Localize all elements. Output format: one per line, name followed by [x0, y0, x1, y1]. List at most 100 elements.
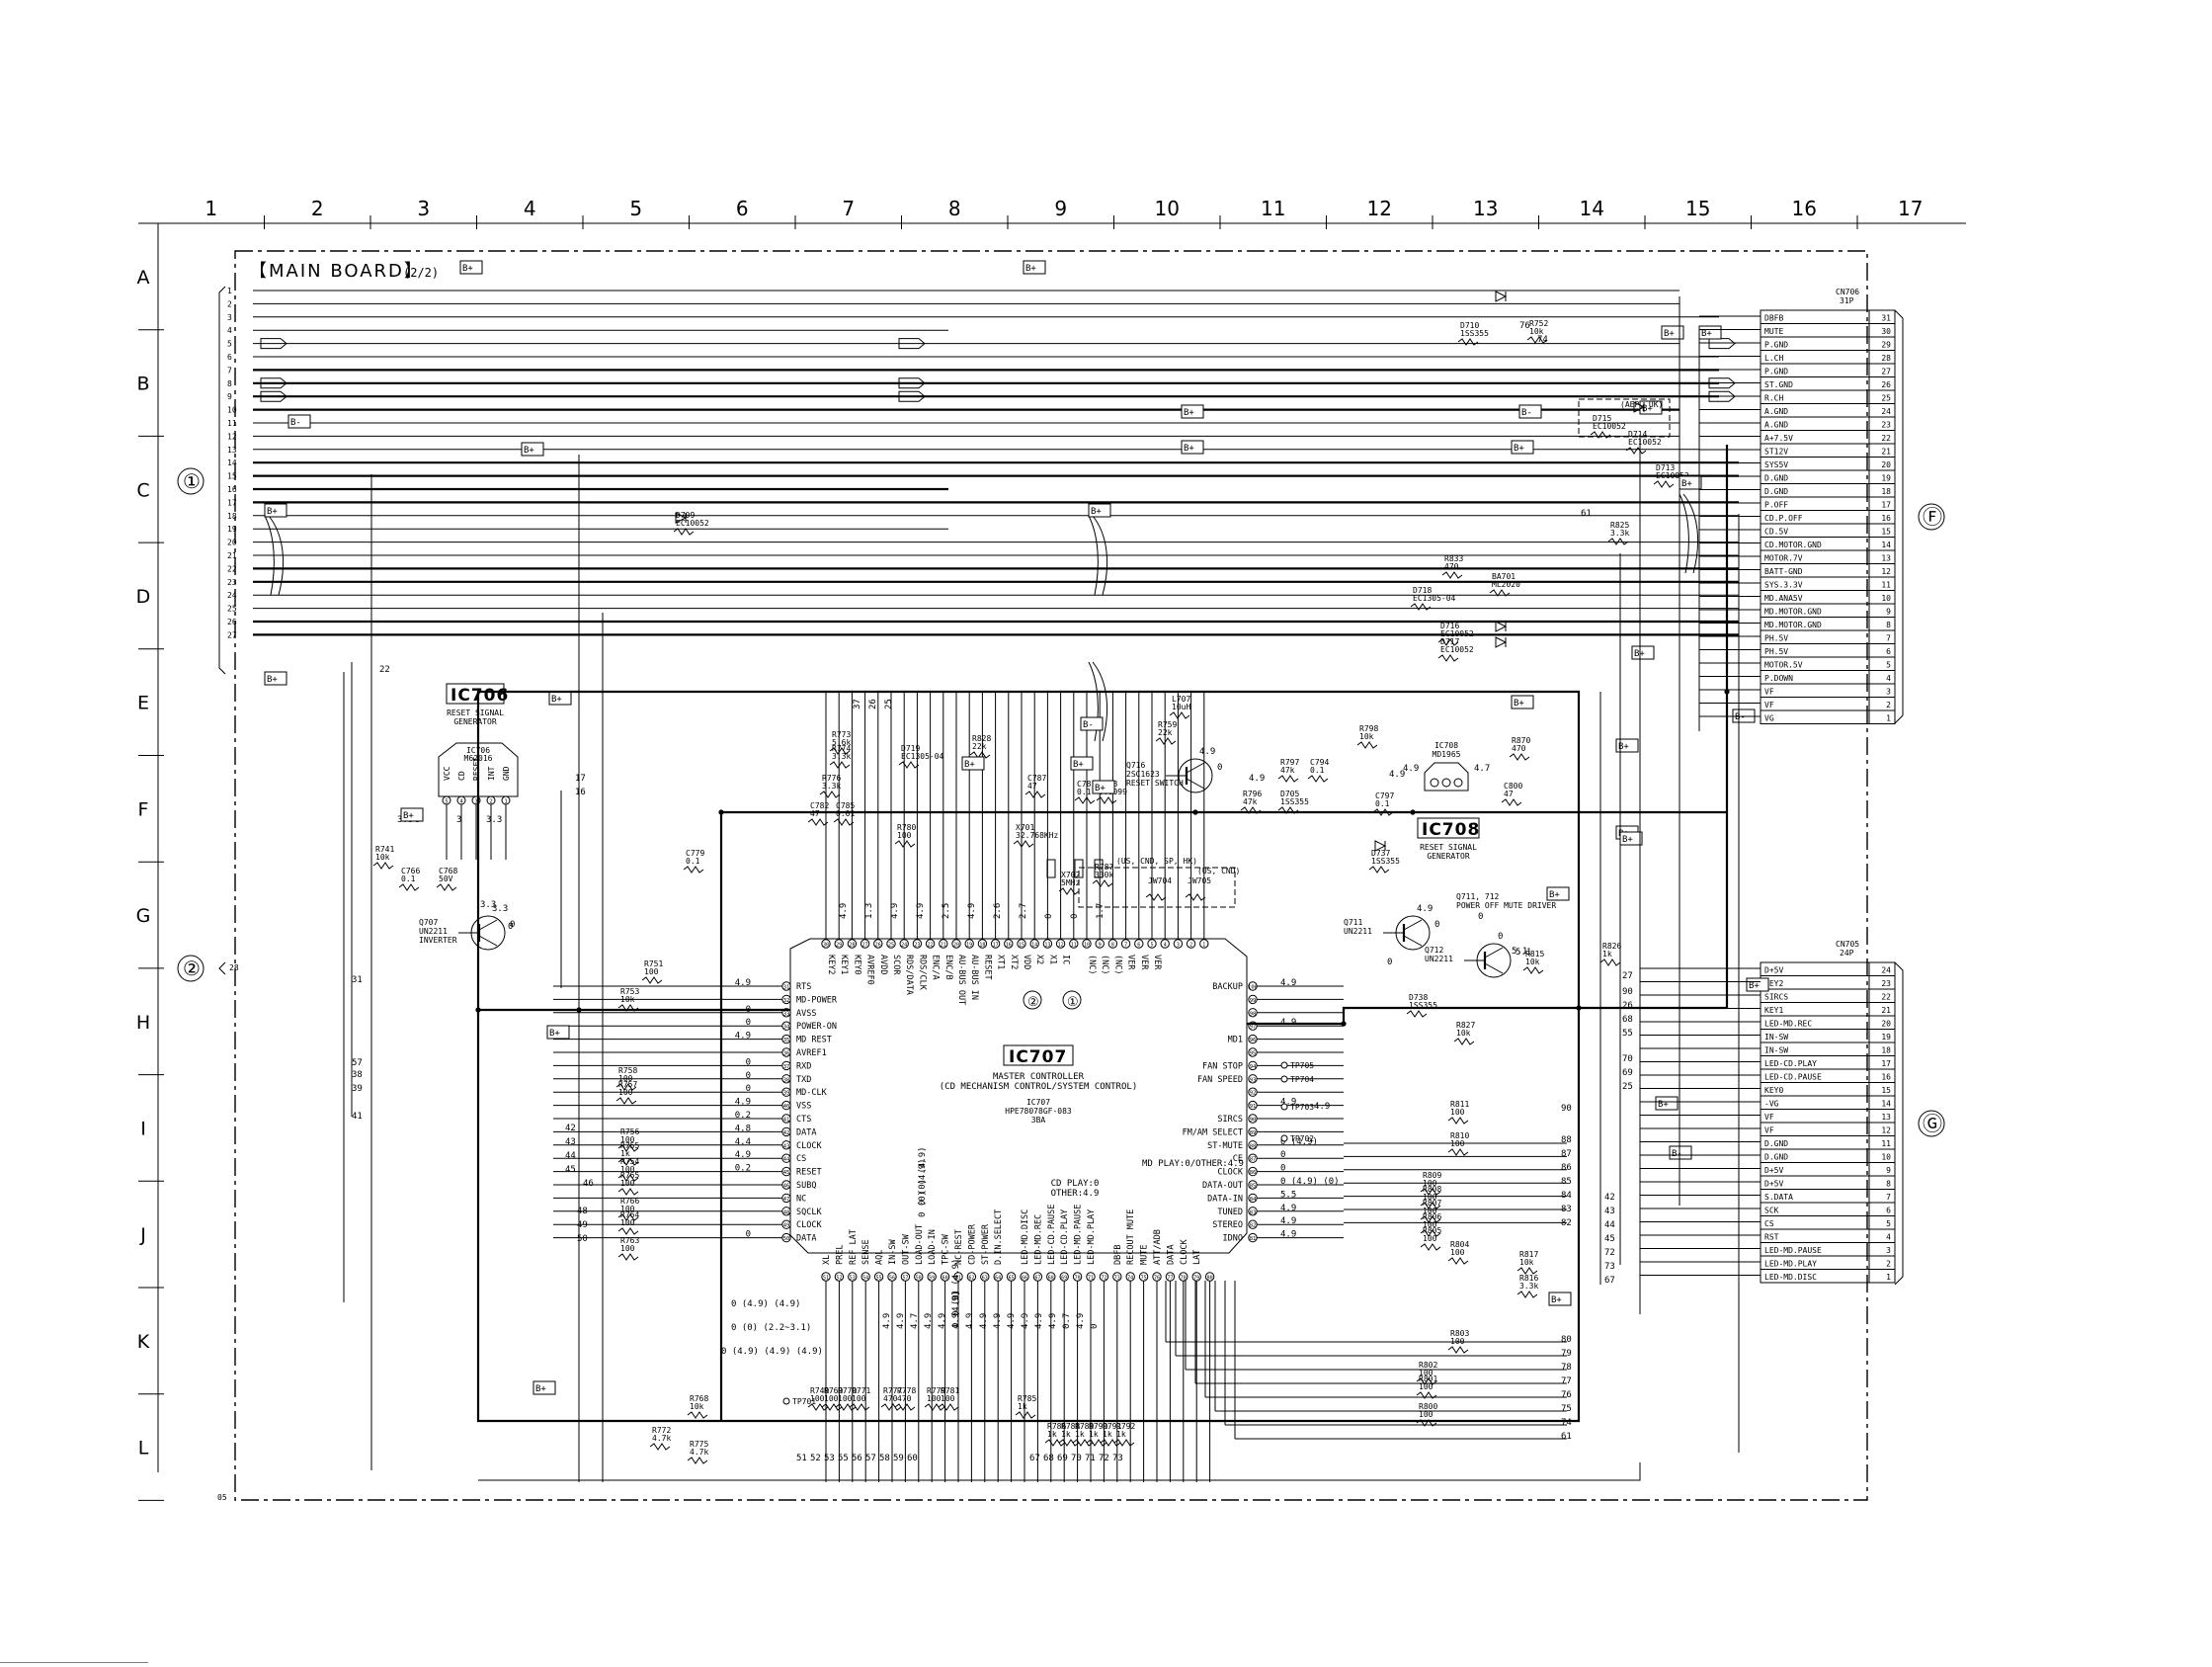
component-value: 100: [1423, 1220, 1437, 1229]
curved-arrow: [1679, 493, 1689, 574]
wiring: [343, 291, 1761, 1482]
cn706-pin-name: A.GND: [1764, 421, 1788, 430]
transistor-emitter: [1186, 778, 1205, 790]
cn706-pin-no: 18: [1881, 487, 1891, 496]
component-ref: D710: [1460, 321, 1479, 330]
test-point-label: TP705: [1290, 1061, 1314, 1070]
cn706-pin-name: A+7.5V: [1764, 434, 1793, 443]
ic707-pin-no: 9: [1099, 943, 1102, 949]
transistor-role: INVERTER: [419, 936, 457, 945]
supply-label: B+: [1681, 479, 1692, 489]
net-number: 67: [1029, 1454, 1040, 1463]
component-value: 0.1: [686, 857, 700, 866]
cn706-pin-no: 28: [1881, 354, 1891, 363]
left-net-23: 23: [227, 578, 237, 587]
ic707-pin-name: CS: [796, 1154, 806, 1164]
ic708-volt-2: 4.7: [1474, 764, 1490, 774]
volt-note: 4.9: [1389, 770, 1405, 780]
cn705-pin-no: 17: [1881, 1059, 1891, 1068]
test-point-label: TP704: [1290, 1075, 1314, 1084]
net-number: 43: [565, 1137, 576, 1147]
ic707-pin-name: ATT/ADB: [1153, 1229, 1163, 1265]
component-symbol: [617, 1227, 639, 1235]
ic707-pin-volt: 4.9: [1280, 1216, 1296, 1226]
component-value: 5MHz: [1061, 878, 1080, 887]
cn705-pin-name: LED-MD.PLAY: [1764, 1260, 1817, 1269]
ic707-pin-name: CLOCK: [1217, 1168, 1243, 1178]
component-value: EC10052: [1440, 629, 1474, 638]
volt-note: 0: [508, 922, 513, 932]
component-value: 470: [1444, 562, 1459, 571]
component-value: 100: [1419, 1410, 1434, 1419]
left-net-8: 8: [227, 379, 232, 388]
ic707-pin-name: IDNO: [1223, 1234, 1243, 1244]
component-value: 0.01: [836, 809, 855, 818]
net-number: 26: [1622, 1001, 1633, 1011]
ic707-pin-no: 5: [1150, 943, 1153, 949]
ic707-pin-no: 58: [916, 1276, 922, 1282]
ic707-pin-no: 22: [928, 943, 934, 949]
ic708-volt-1: 4.9: [1403, 764, 1419, 774]
signal-arrow: [898, 390, 926, 402]
component-symbol: [1013, 840, 1034, 848]
component-symbol: [1024, 791, 1046, 798]
cn705-pin-name: IN-SW: [1764, 1033, 1788, 1042]
cn705-pin-no: 19: [1881, 1033, 1891, 1042]
ic707-top-volt: 2.5: [942, 903, 951, 919]
cn706-pin-no: 15: [1881, 528, 1891, 537]
cn706-pin-name: CD.P.OFF: [1764, 514, 1803, 523]
cn705-pin-no: 24: [1881, 966, 1891, 975]
supply-label: B+: [1514, 444, 1524, 454]
left-net-13: 13: [227, 446, 237, 455]
component-symbol: [849, 1403, 870, 1411]
ic707-pin-volt: 0: [746, 1057, 751, 1067]
cn705-pin-no: 8: [1886, 1180, 1891, 1189]
left-net-11: 11: [227, 419, 237, 428]
net-number: 45: [565, 1165, 576, 1175]
ic707-pin-no: 37: [783, 1064, 790, 1070]
ic707-pin-name: CTS: [796, 1115, 811, 1125]
cn705-pin-no: 6: [1886, 1207, 1891, 1215]
component-ref: R755: [620, 1141, 639, 1150]
component-symbol: [687, 1457, 708, 1464]
cn705-pin-name: RST: [1764, 1233, 1779, 1242]
ic707-pin-name: RTS: [796, 982, 811, 992]
ic707-label: IC707: [1009, 1047, 1067, 1067]
left-net-26: 26: [227, 618, 237, 626]
left-net-20: 20: [227, 539, 237, 547]
ic707-subtitle: (CD MECHANISM CONTROL/SYSTEM CONTROL): [940, 1082, 1137, 1092]
volt-note: 4.9: [1314, 1102, 1330, 1112]
volt-note: 0 (4.9) (4.9): [731, 1299, 800, 1309]
cn705-pin-no: 21: [1881, 1006, 1891, 1015]
net-number: 31: [352, 975, 363, 985]
component-ref: R749: [810, 1386, 829, 1395]
component-symbol: [880, 1403, 902, 1411]
volt-note: 0 (0) (2.2~3.1): [731, 1323, 811, 1333]
ic707-pin-no: 100: [1248, 985, 1258, 991]
component-value: 100: [1423, 1207, 1437, 1215]
ic707-pin-no: 20: [953, 943, 959, 949]
net-number: 73: [1604, 1262, 1615, 1272]
component-value: 100: [852, 1394, 866, 1403]
ic707-pin-name: LED-CD.PAUSE: [1047, 1205, 1057, 1265]
ic707-pin-name: FAN STOP: [1202, 1061, 1243, 1071]
ic707-pin-name: AU-BUS IN: [969, 955, 979, 1000]
junction-dot: [718, 809, 724, 815]
net-number: 74: [1537, 335, 1548, 345]
supply-box: [1088, 503, 1111, 518]
supply-label: B+: [524, 446, 534, 456]
cn706-pin-no: 20: [1881, 460, 1891, 469]
page-marker: 05: [217, 1493, 227, 1502]
component-value: 100: [897, 831, 912, 840]
grid-row-A: A: [137, 267, 150, 289]
net-number: 55: [1622, 1029, 1633, 1039]
ic707-pin-no: 88: [1250, 1143, 1257, 1149]
cn705-pin-name: LED-MD.PAUSE: [1764, 1246, 1822, 1255]
supply-label: B+: [549, 1029, 560, 1039]
ic707-pin-no: 7: [1124, 943, 1127, 949]
supply-box: [1181, 440, 1204, 455]
component-ref: R798: [1359, 724, 1378, 733]
ic707-pin-name: MD1: [1228, 1036, 1243, 1045]
cn706-pin-no: 6: [1886, 647, 1891, 656]
